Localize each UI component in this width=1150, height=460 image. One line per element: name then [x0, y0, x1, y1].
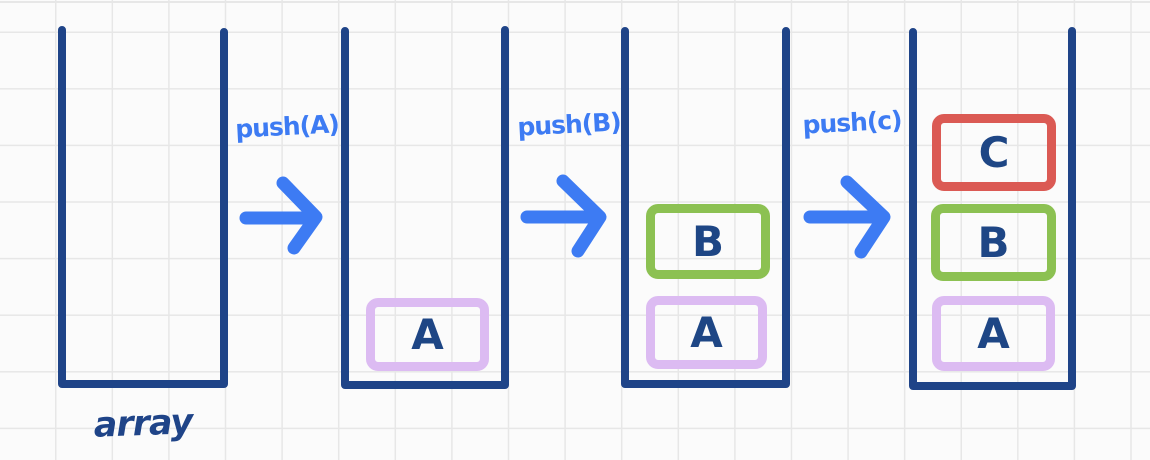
- arrow-push-c-icon: [803, 175, 891, 259]
- array-label: array: [93, 402, 193, 446]
- arrow-push-b-icon: [520, 174, 607, 258]
- item-letter: B: [691, 216, 724, 266]
- item-letter: A: [690, 307, 723, 357]
- item-box-a: A: [646, 296, 767, 369]
- item-box-b: B: [646, 204, 770, 279]
- stack-3-outline: [621, 27, 790, 388]
- item-letter: A: [411, 309, 444, 359]
- stack-2-outline: [341, 26, 509, 389]
- item-letter: B: [977, 217, 1010, 267]
- item-letter: C: [978, 127, 1010, 177]
- item-box-a: A: [932, 296, 1055, 371]
- arrow-push-a-icon: [239, 176, 323, 255]
- item-box-b: B: [931, 204, 1056, 281]
- op-label-push-a: push(A): [234, 109, 340, 144]
- stack-1-outline: [58, 26, 228, 388]
- item-box-c: C: [932, 114, 1056, 191]
- op-label-push-c: push(c): [801, 105, 903, 140]
- op-label-push-b: push(B): [516, 107, 622, 142]
- stack-4-outline: [909, 27, 1076, 390]
- item-letter: A: [977, 308, 1010, 358]
- item-box-a: A: [366, 298, 489, 371]
